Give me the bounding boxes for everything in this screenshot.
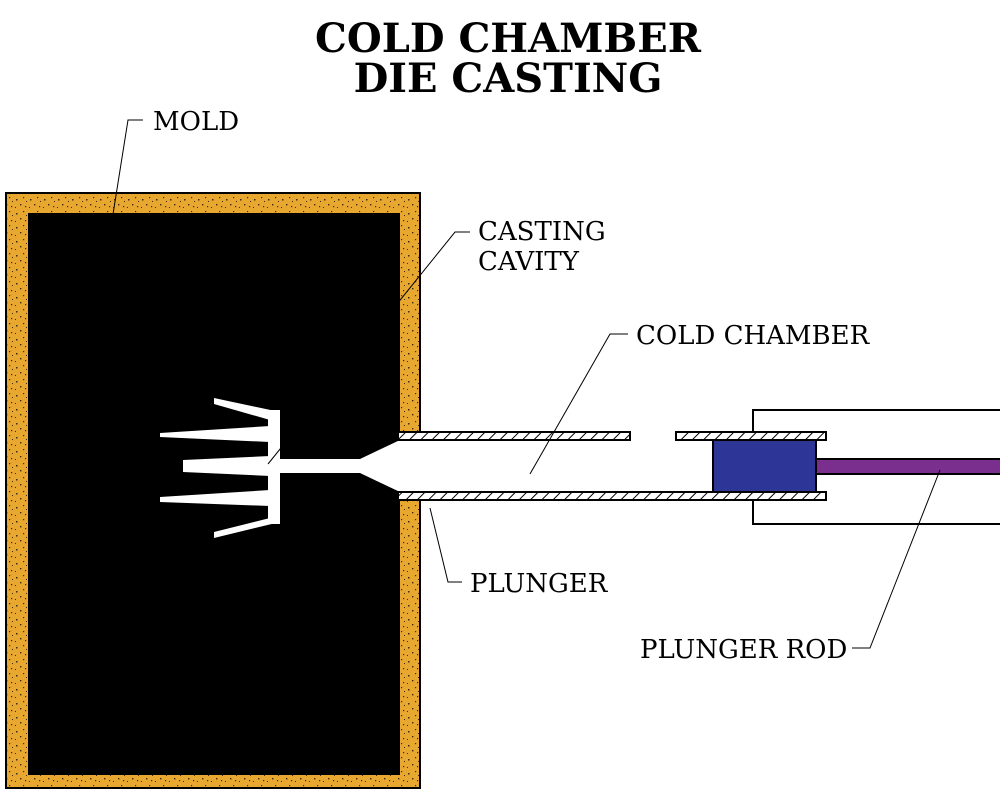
label-casting-cavity-line1: CASTING (478, 217, 606, 247)
cavity-spine (268, 410, 280, 524)
chamber-wall-top-left (397, 431, 631, 441)
leader-mold (99, 119, 143, 297)
cavity-gate (360, 440, 400, 492)
plunger-housing (752, 409, 1000, 525)
leader-plunger-rod (852, 469, 941, 649)
label-plunger-rod: PLUNGER ROD (640, 635, 847, 665)
cold-chamber-walls (397, 431, 827, 501)
chamber-wall-top-right (675, 431, 827, 441)
label-casting-cavity-line2: CAVITY (478, 247, 580, 277)
plunger-rod (815, 458, 1000, 475)
label-mold: MOLD (153, 107, 239, 137)
cavity-runner (278, 459, 364, 473)
cavity-prong-upper (160, 426, 270, 442)
plunger (712, 439, 817, 493)
cavity-prong-lower (160, 490, 270, 506)
label-cold-chamber: COLD CHAMBER (636, 321, 871, 351)
diagram-title-line2: DIE CASTING (354, 55, 663, 102)
leader-casting-cavity (267, 231, 470, 465)
leader-lines (99, 119, 941, 649)
cavity-prong-bottom (214, 518, 280, 538)
chamber-wall-bottom (397, 491, 827, 501)
mold (5, 192, 421, 789)
diagram-title-line1: COLD CHAMBER (315, 15, 702, 62)
label-plunger: PLUNGER (470, 569, 609, 599)
casting-cavity (160, 398, 400, 538)
cavity-prong-middle (183, 456, 270, 476)
cavity-prong-top (214, 398, 280, 420)
leader-plunger (429, 507, 462, 583)
leader-cold-chamber (529, 333, 628, 475)
